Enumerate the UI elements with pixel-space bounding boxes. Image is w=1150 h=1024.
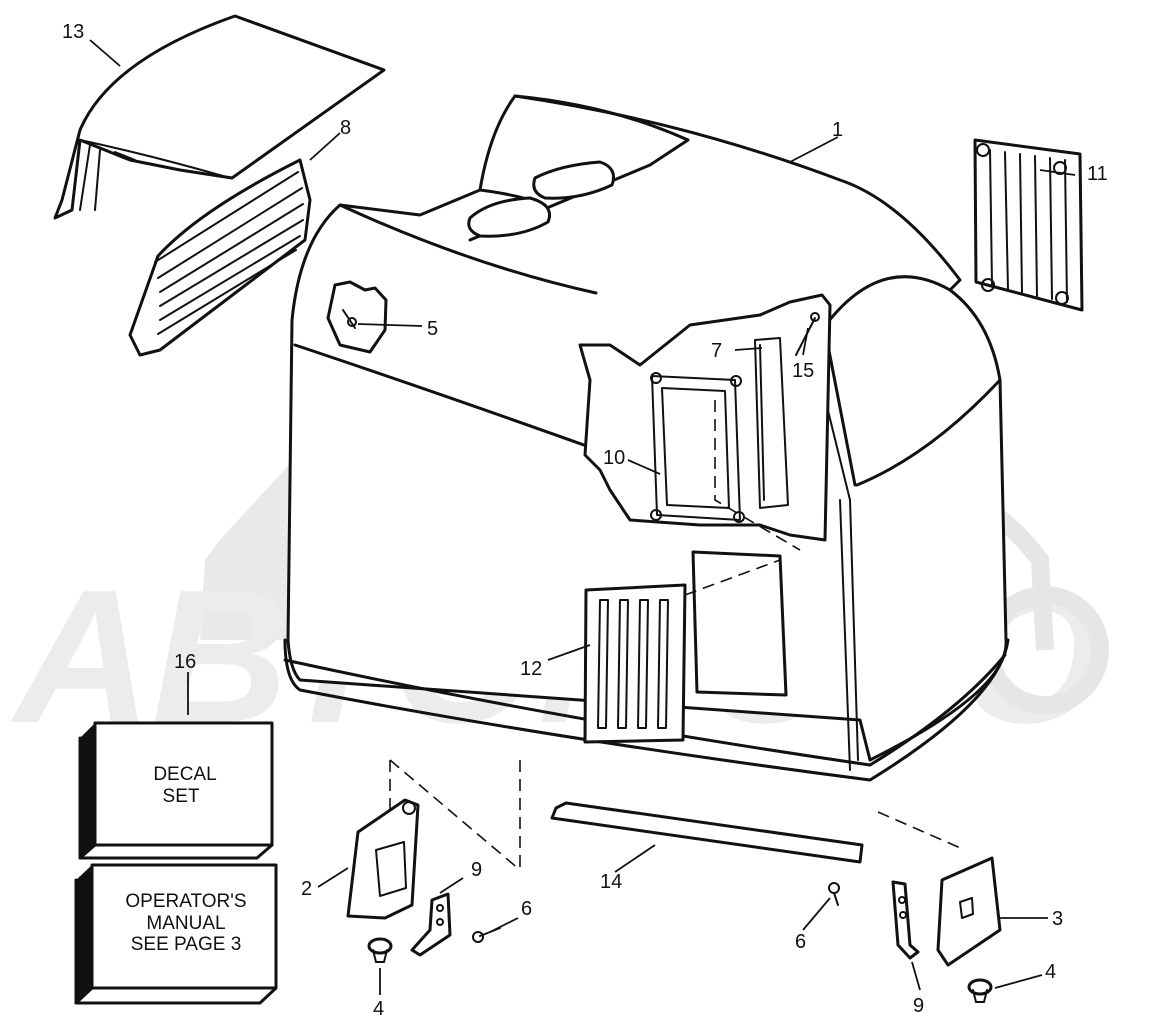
grille-part-11 <box>973 138 1084 312</box>
manual-box-line3: SEE PAGE 3 <box>131 934 242 955</box>
callout-11: 11 <box>1087 163 1108 185</box>
cutaway-area <box>578 293 832 551</box>
strip-part-14 <box>550 801 864 864</box>
callout-5: 5 <box>427 318 438 340</box>
operators-manual-box: OPERATOR'S MANUAL SEE PAGE 3 <box>74 863 278 1005</box>
bracket-part-2 <box>346 759 521 920</box>
callout-2: 2 <box>301 878 312 900</box>
callout-16: 16 <box>174 651 196 673</box>
callout-4-right: 4 <box>1045 961 1056 983</box>
decal-set-box: DECAL SET <box>78 721 274 860</box>
screw-part-6-right <box>828 882 840 906</box>
leader-lines <box>89 39 1076 995</box>
callout-14: 14 <box>600 871 622 893</box>
callout-9-right: 9 <box>913 995 924 1017</box>
plate-part-3 <box>877 811 1002 967</box>
manual-box-line1: OPERATOR'S <box>125 891 246 912</box>
callout-8: 8 <box>340 117 351 139</box>
callout-7: 7 <box>711 340 722 362</box>
callout-6-right: 6 <box>795 931 806 953</box>
decal-box-line1: DECAL <box>153 764 216 785</box>
callout-9-left: 9 <box>471 859 482 881</box>
callout-3: 3 <box>1052 908 1063 930</box>
callout-labels: 1 2 3 4 4 5 6 6 7 8 9 9 10 11 12 13 14 1… <box>62 21 1108 1020</box>
clip-part-9-left <box>410 892 452 957</box>
knob-part-4-left <box>367 937 393 963</box>
grille-part-8 <box>128 158 312 357</box>
knob-part-4-right <box>967 978 993 1003</box>
screw-part-6-left <box>472 927 501 943</box>
callout-1: 1 <box>832 119 843 141</box>
top-cap-part-13 <box>53 14 386 220</box>
callout-12: 12 <box>520 658 542 680</box>
callout-10: 10 <box>603 447 625 469</box>
vent-part-12 <box>583 550 788 744</box>
plate-part-5 <box>326 280 388 354</box>
callout-6-left: 6 <box>521 898 532 920</box>
decal-box-line2: SET <box>163 786 200 807</box>
callout-4-left: 4 <box>373 998 384 1020</box>
manual-box-line2: MANUAL <box>146 913 225 934</box>
clip-part-9-right <box>891 880 920 960</box>
callout-15: 15 <box>792 360 814 382</box>
callout-13: 13 <box>62 21 84 43</box>
